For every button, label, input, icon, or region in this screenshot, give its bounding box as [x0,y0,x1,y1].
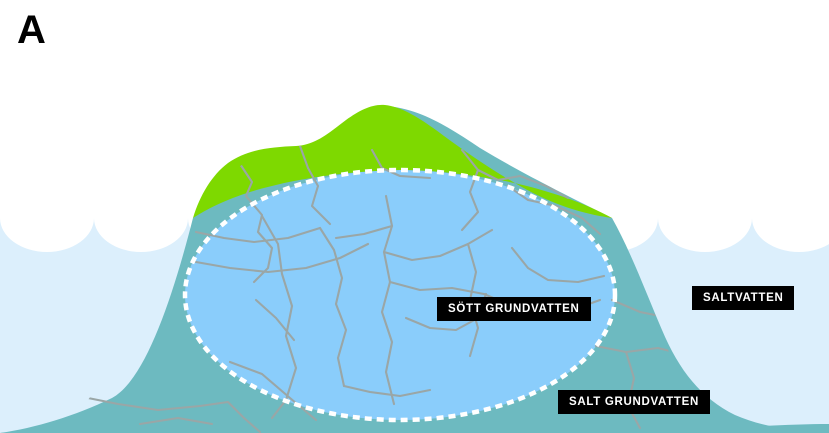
fracture-line [198,400,262,433]
fracture-line [194,226,322,244]
label-seawater: SALTVATTEN [692,286,795,310]
panel-letter: A [17,8,46,52]
fracture-line [298,144,332,226]
fracture-line [510,246,606,284]
fracture-line [506,184,602,236]
lens-boundary-dashed [182,167,618,423]
fracture-line [382,228,494,262]
fracture-line [254,298,296,342]
fracture-line [138,416,214,426]
vegetation-cap [193,104,612,218]
vegetation-fill [193,104,612,218]
fracture-line [194,242,370,274]
label-fresh-groundwater: SÖTT GRUNDVATTEN [437,297,591,321]
fresh-saline-interface [182,167,618,423]
fracture-line [228,360,318,422]
fracture-line [380,194,396,406]
fracture-line [318,226,348,388]
label-salt-groundwater: SALT GRUNDVATTEN [558,390,711,414]
fracture-line [460,168,480,232]
fracture-line [334,224,394,240]
fracture-line [460,148,570,200]
fracture-line [236,159,274,284]
fracture-line [60,388,202,412]
fracture-line [342,384,432,398]
